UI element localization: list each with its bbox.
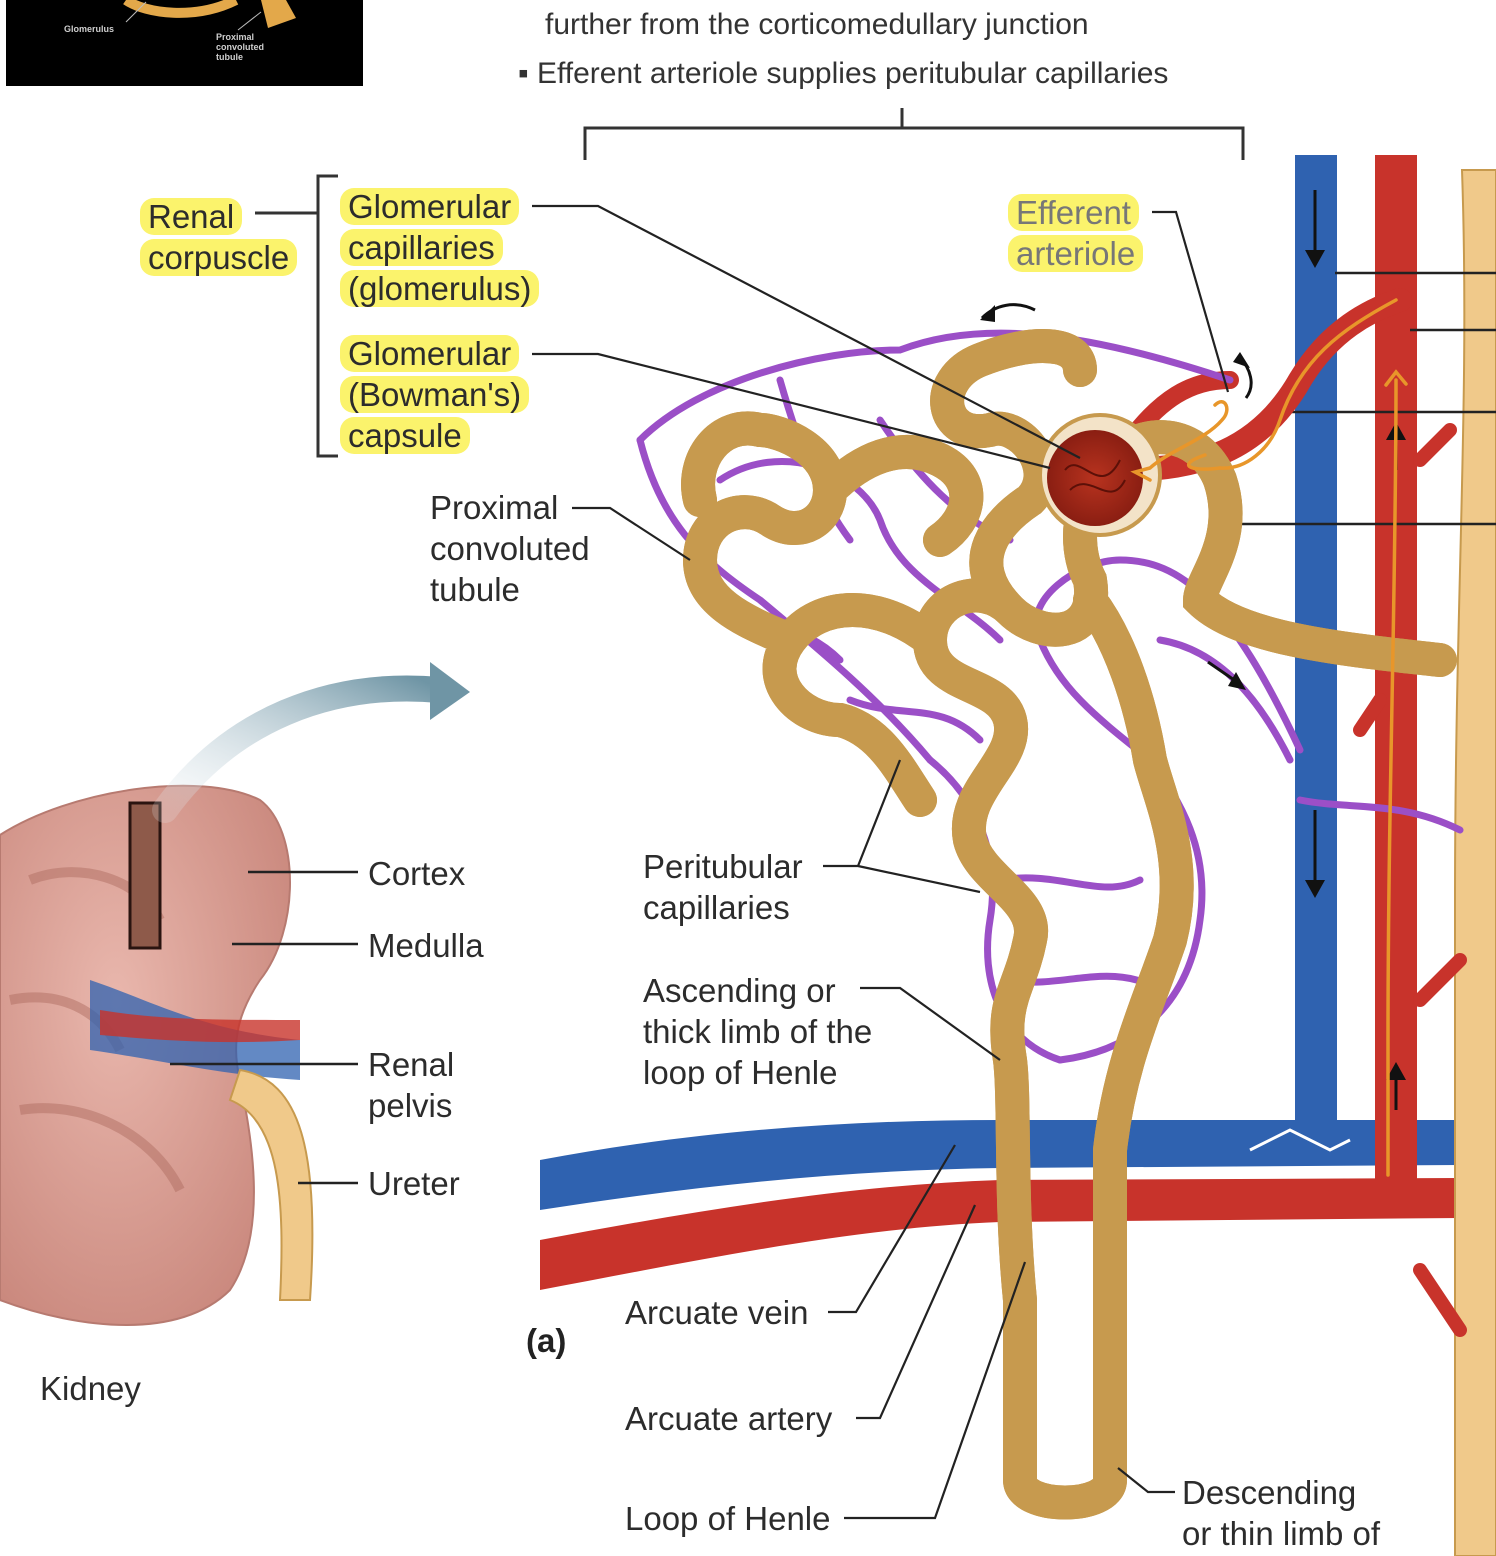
orange-annotation <box>1130 298 1408 1177</box>
inset-proximal-line-3: tubule <box>216 52 243 62</box>
bowmans-capsule-line-3: capsule <box>340 417 470 454</box>
proximal-tubule-label: Proximal convoluted tubule <box>430 487 590 610</box>
header-bullet-text: Efferent arteriole supplies peritubular … <box>536 57 1169 90</box>
efferent-arteriole-line-2: arteriole <box>1008 235 1144 272</box>
kidney-illustration <box>0 662 470 1326</box>
corpuscle-bracket <box>255 174 338 458</box>
kidney-label: Kidney <box>40 1370 141 1407</box>
header-line-1: further from the corticomedullary juncti… <box>545 8 1089 41</box>
glomerular-capillaries-line-2: capillaries <box>340 229 503 266</box>
zoom-arrow <box>152 675 453 823</box>
header-bullet: ▪ Efferent arteriole supplies peritubula… <box>518 57 1169 90</box>
bowmans-capsule-label: Glomerular (Bowman's) capsule <box>340 333 530 456</box>
arcuate-artery-label: Arcuate artery <box>625 1400 833 1437</box>
inset-drawing <box>123 0 296 31</box>
bowmans-capsule-line-1: Glomerular <box>340 335 520 372</box>
glomerular-capillaries-line-1: Glomerular <box>340 188 520 225</box>
bowmans-capsule-line-2: (Bowman's) <box>340 376 530 413</box>
right-leaders <box>1225 271 1496 526</box>
collecting-duct <box>1454 169 1496 1556</box>
proximal-tubule-line-1: Proximal <box>430 489 559 526</box>
arcuate-artery-shape <box>540 1178 1460 1290</box>
descending-limb-label: Descending or thin limb of <box>1182 1472 1380 1554</box>
ascending-limb-line-1: Ascending or <box>643 972 836 1009</box>
loop-of-henle-label: Loop of Henle <box>625 1500 831 1537</box>
peritubular-label: Peritubular capillaries <box>643 846 803 928</box>
ascending-limb-line-2: thick limb of the <box>643 1013 873 1050</box>
proximal-tubule-line-3: tubule <box>430 571 520 608</box>
efferent-arteriole-label: Efferent arteriole <box>1008 192 1144 274</box>
glomerulus-shape <box>1047 430 1143 526</box>
renal-pelvis-label: Renal pelvis <box>368 1044 454 1126</box>
descending-limb-line-1: Descending <box>1182 1474 1357 1511</box>
inset-proximal-line-1: Proximal <box>216 32 255 42</box>
inset-proximal-line-2: convoluted <box>216 42 265 52</box>
glomerular-capillaries-line-3: (glomerulus) <box>340 270 540 307</box>
efferent-arteriole-line-1: Efferent <box>1008 194 1139 231</box>
renal-corpuscle-line-2: corpuscle <box>140 239 298 276</box>
ascending-limb-line-3: loop of Henle <box>643 1054 838 1091</box>
cortex-label: Cortex <box>368 855 466 892</box>
ascending-limb-label: Ascending or thick limb of the loop of H… <box>643 970 872 1093</box>
kidney-leaders <box>170 870 358 1185</box>
medulla-label: Medulla <box>368 927 484 964</box>
inset-proximal-label: Proximal convoluted tubule <box>216 32 264 62</box>
renal-corpuscle-line-1: Renal <box>140 198 243 235</box>
renal-pelvis-line-2: pelvis <box>368 1087 453 1124</box>
descending-limb-line-2: or thin limb of <box>1182 1515 1381 1552</box>
ureter-label: Ureter <box>368 1165 460 1202</box>
renal-pelvis-line-1: Renal <box>368 1046 455 1083</box>
figure-letter: (a) <box>526 1322 567 1359</box>
arcuate-vein-label: Arcuate vein <box>625 1294 809 1331</box>
kidney-detail-box <box>128 801 162 950</box>
tubule-system <box>698 346 1457 1502</box>
peritubular-line-1: Peritubular <box>643 848 803 885</box>
inset-thumbnail: Glomerulus Proximal convoluted tubule <box>6 0 363 86</box>
glomerular-capillaries-label: Glomerular capillaries (glomerulus) <box>340 186 540 309</box>
renal-corpuscle-label: Renal corpuscle <box>140 196 298 278</box>
main-leaders <box>532 204 1230 1520</box>
inset-glomerulus-label: Glomerulus <box>64 24 115 34</box>
proximal-tubule-line-2: convoluted <box>430 530 590 567</box>
top-bracket <box>583 108 1245 160</box>
peritubular-line-2: capillaries <box>643 889 790 926</box>
